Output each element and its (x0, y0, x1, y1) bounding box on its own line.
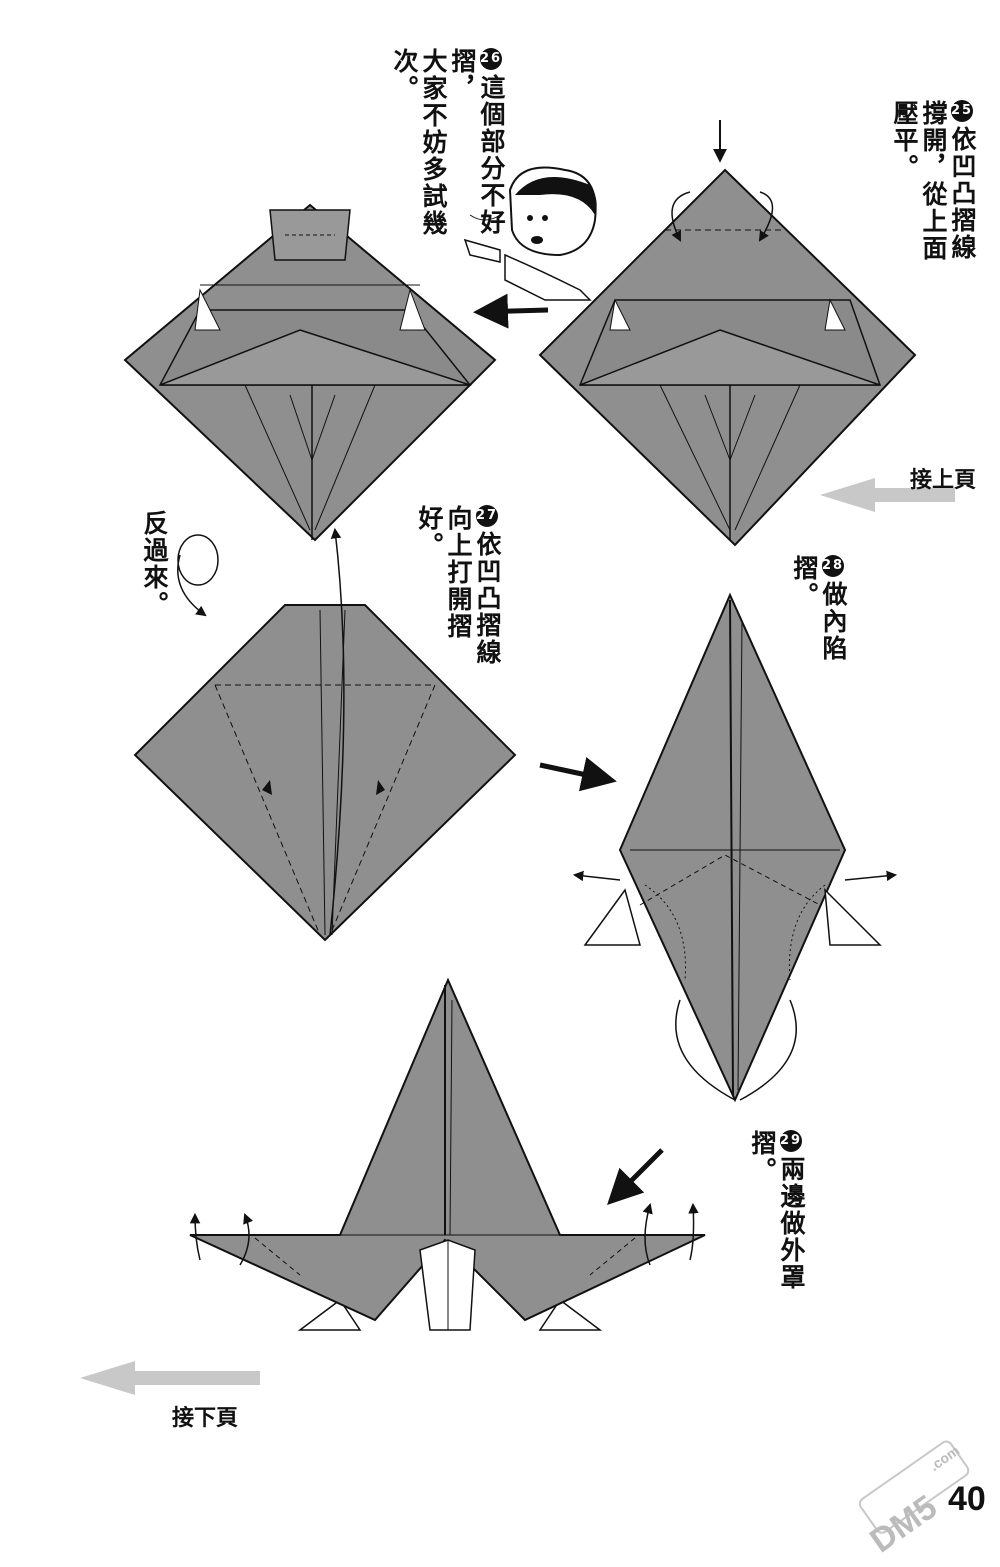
continue-to-label: 接下頁 (172, 1406, 239, 1431)
step29-figure (189, 977, 706, 1331)
step25-line3: 壓平。 (890, 100, 919, 181)
step28-figure (572, 592, 898, 1103)
step26-number: 26 (480, 48, 502, 70)
flip-symbol (177, 534, 219, 617)
step25-number: 25 (951, 100, 973, 122)
step26-line2: 大家不妨多試幾次。 (390, 48, 448, 237)
continue-to-arrow (80, 1361, 260, 1395)
step27-figure (133, 527, 517, 942)
continue-from-arrow (820, 478, 955, 512)
step26-line1: 這個部分不好摺， (448, 48, 506, 236)
step27-line3: 好。 (415, 505, 444, 559)
step27-text: 27 依凹凸摺線向上打開摺好。 (415, 505, 502, 675)
cartoon-character (463, 166, 597, 301)
step28-line1: 做內陷摺。 (790, 555, 848, 662)
step25-text: 25 依凹凸摺線撐開，從上面壓平。 (890, 100, 977, 270)
step28-number: 28 (822, 555, 844, 577)
flip-text: 反過來。 (140, 510, 169, 618)
step25-line1: 依凹凸摺線 (948, 126, 977, 261)
step25-figure (538, 120, 917, 547)
step29-line1: 兩邊做外罩摺。 (748, 1130, 806, 1291)
step29-text: 29兩邊做外罩摺。 (748, 1130, 806, 1330)
step25-line2: 撐開，從上面 (919, 100, 948, 262)
step26-figure (123, 203, 497, 542)
continue-from-label: 接上頁 (910, 468, 977, 493)
step29-number: 29 (780, 1130, 802, 1152)
page-number: 40 (948, 1480, 986, 1518)
step28-text: 28做內陷摺。 (790, 555, 848, 705)
step26-text: 26這個部分不好摺，大家不妨多試幾次。 (390, 48, 506, 288)
step27-line2: 向上打開摺 (444, 505, 473, 640)
step27-number: 27 (476, 505, 498, 527)
watermark-logo (858, 1440, 970, 1534)
step27-line1: 依凹凸摺線 (473, 531, 502, 666)
